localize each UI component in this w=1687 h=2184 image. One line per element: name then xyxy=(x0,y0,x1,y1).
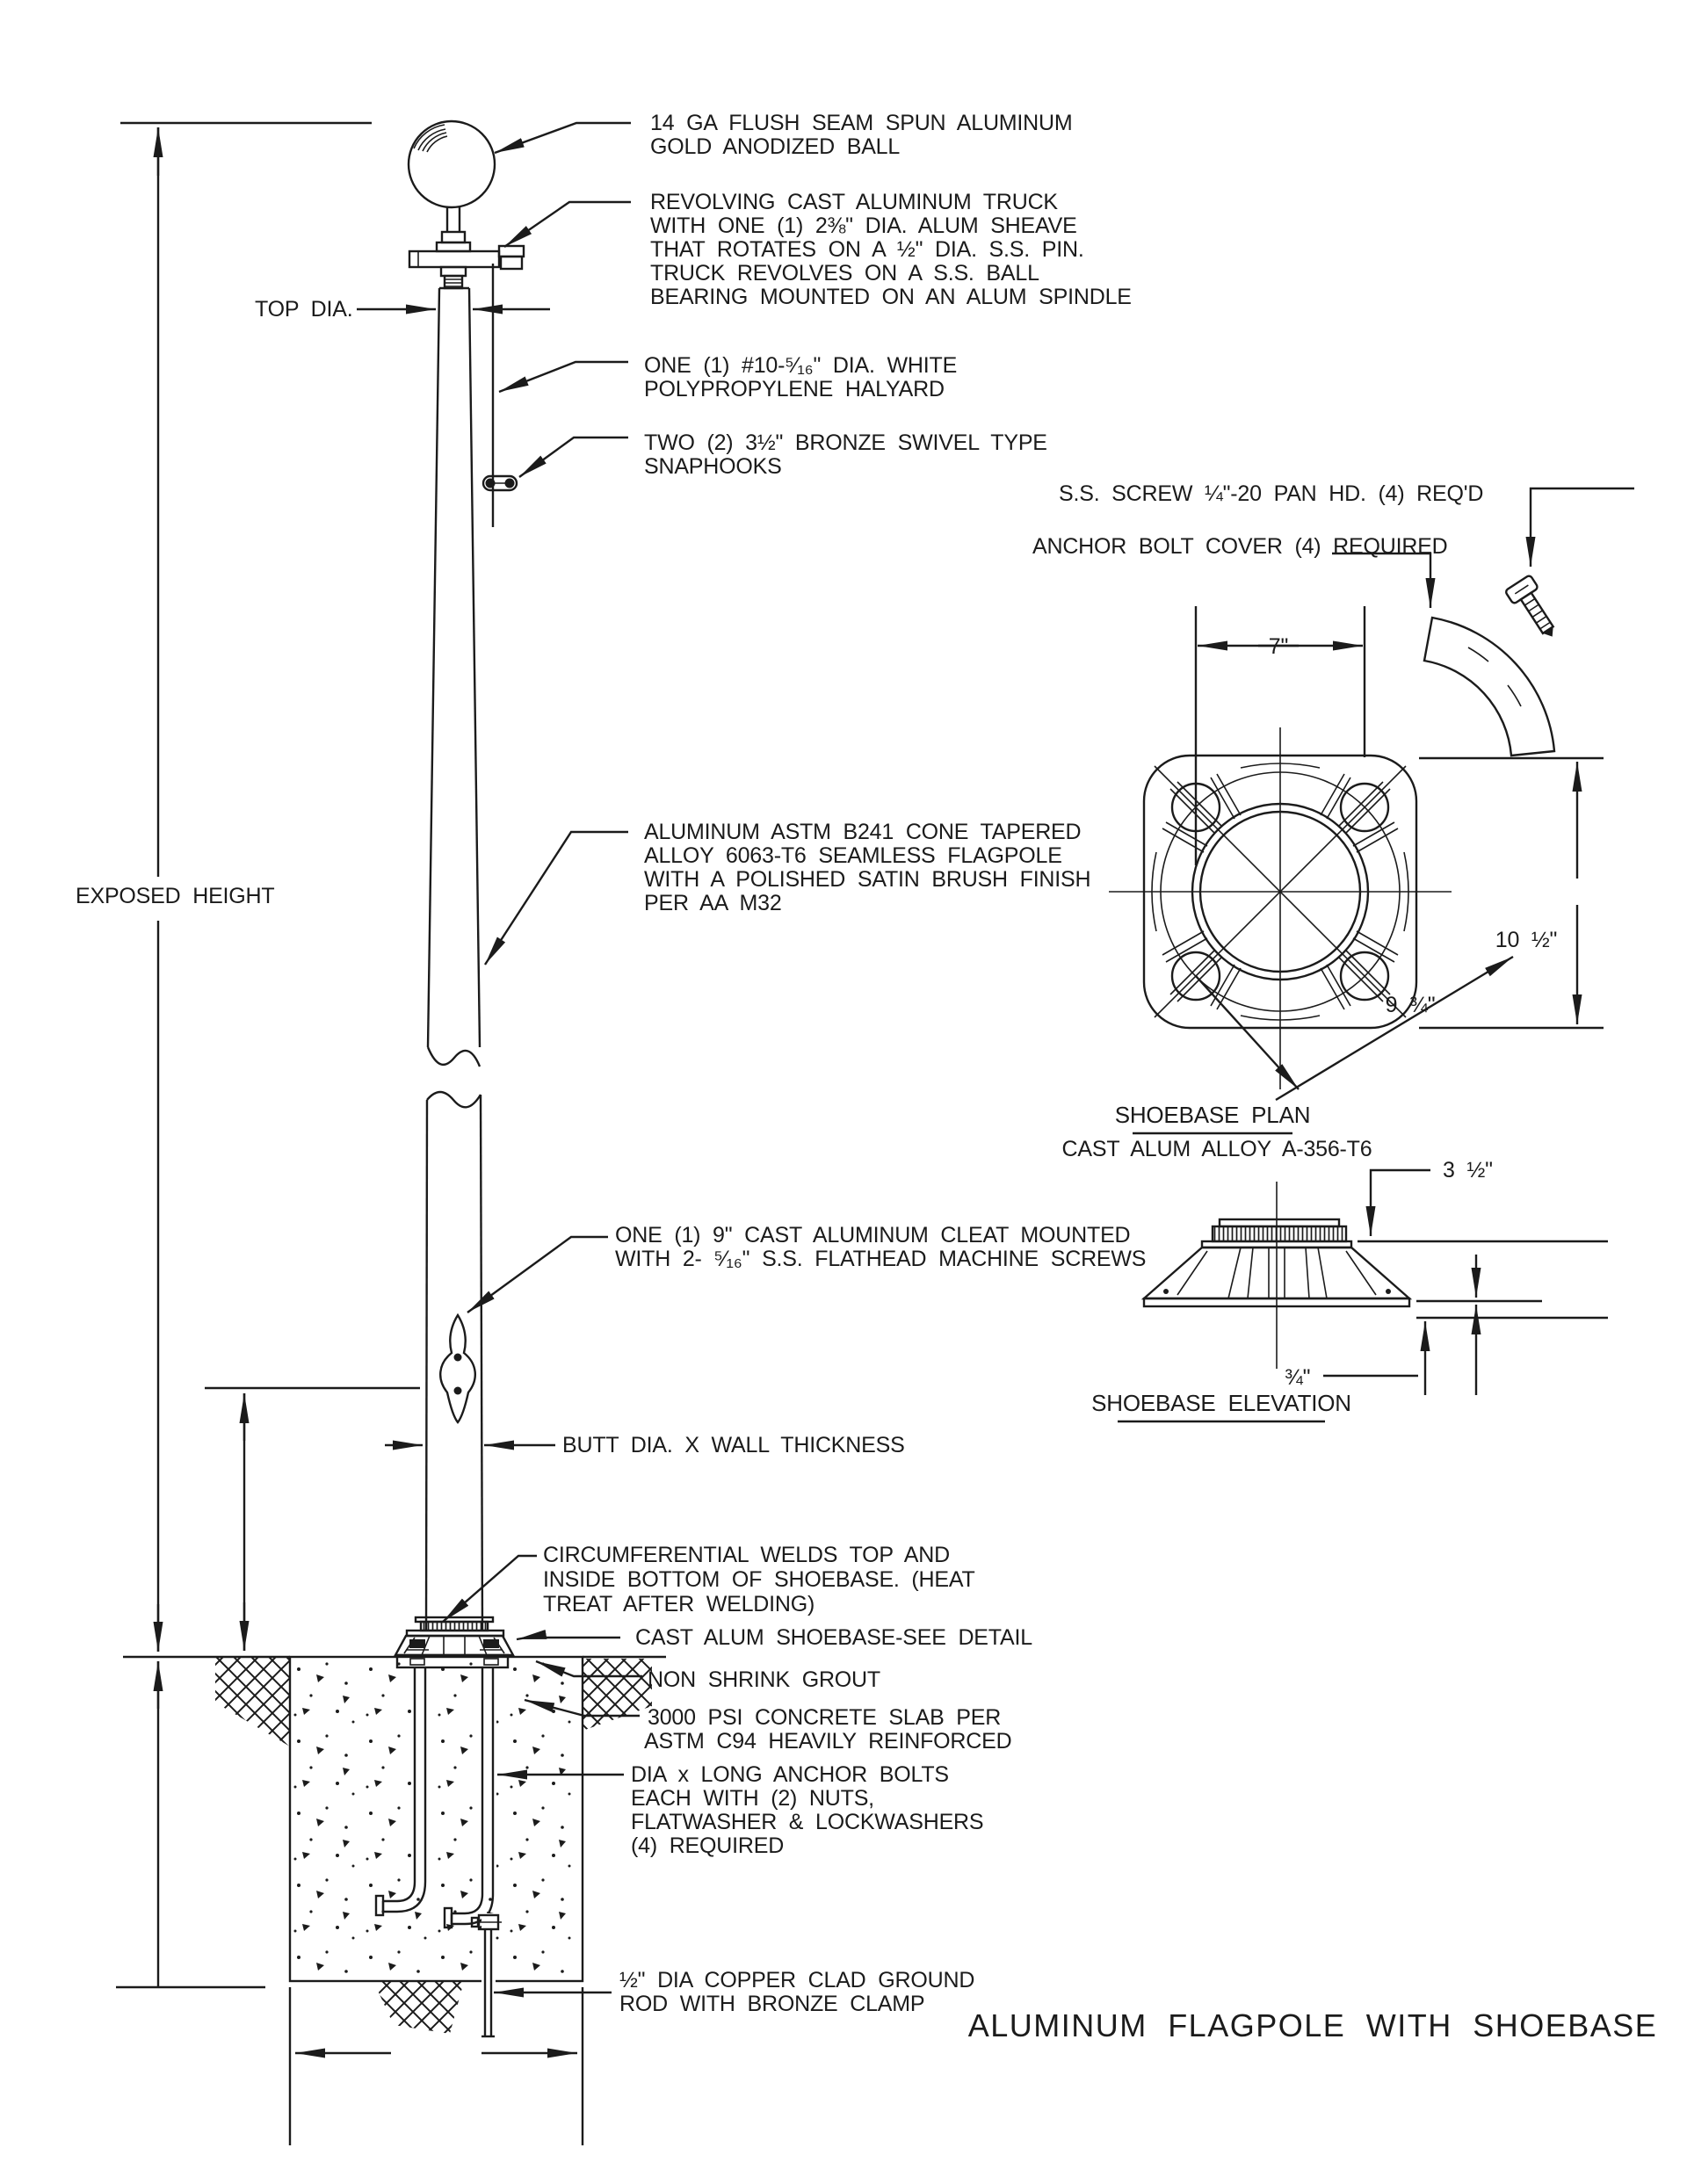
pan-head-screw-icon xyxy=(1505,575,1555,637)
snaphooks-label: TWO (2) 3½" BRONZE SWIVEL TYPE xyxy=(644,430,1047,455)
ball-label: 14 GA FLUSH SEAM SPUN ALUMINUM xyxy=(650,111,1073,135)
shoebase-plan-title: SHOEBASE PLAN xyxy=(1115,1102,1311,1128)
elevation-dim-3half xyxy=(1365,1168,1430,1236)
anchor-bolt-left xyxy=(374,1667,429,1917)
ss-screw-label: S.S. SCREW ¼"-20 PAN HD. (4) REQ'D xyxy=(1059,481,1483,506)
truck-label: WITH ONE (1) 2⅜" DIA. ALUM SHEAVE xyxy=(650,213,1077,238)
anchor-bolts-label: EACH WITH (2) NUTS, xyxy=(631,1786,874,1811)
earth-hatch-bottom xyxy=(373,1981,464,2034)
shoebase-plan-view xyxy=(1109,727,1452,1089)
concrete-label: ASTM C94 HEAVILY REINFORCED xyxy=(644,1729,1011,1754)
cleat-height-dimension xyxy=(205,1386,420,1651)
plan-dimension-diagonal xyxy=(1195,955,1514,1102)
shoebase-ref-label: CAST ALUM SHOEBASE-SEE DETAIL xyxy=(635,1625,1032,1650)
pole-label: ALLOY 6063-T6 SEAMLESS FLAGPOLE xyxy=(644,843,1062,868)
plan-dim-diagonal-text: 9 ¾" xyxy=(1386,993,1436,1017)
exposed-height-label: EXPOSED HEIGHT xyxy=(76,884,274,908)
shoebase-icon xyxy=(393,1616,516,1657)
ground-rod-label: ½" DIA COPPER CLAD GROUND xyxy=(619,1968,974,1992)
earth-hatch-left xyxy=(215,1657,290,1746)
halyard-label: ONE (1) #10-⁵⁄₁₆" DIA. WHITE xyxy=(644,353,957,378)
pole-label: ALUMINUM ASTM B241 CONE TAPERED xyxy=(644,820,1081,844)
plan-dim-10half-text: 10 ½" xyxy=(1495,928,1557,952)
truck-label: THAT ROTATES ON A ½" DIA. S.S. PIN. xyxy=(650,237,1084,262)
ground-rod-label: ROD WITH BRONZE CLAMP xyxy=(619,1992,924,2016)
ball-label: GOLD ANODIZED BALL xyxy=(650,134,900,159)
snaphook-icon xyxy=(481,474,518,492)
grout-label: NON SHRINK GROUT xyxy=(648,1667,880,1692)
leader-lines xyxy=(442,121,642,1998)
revolving-truck-icon xyxy=(408,207,525,290)
bolt-cover-leader xyxy=(1332,552,1436,608)
welds-label: INSIDE BOTTOM OF SHOEBASE. (HEAT xyxy=(543,1567,975,1592)
elev-dim-3quarter-text: ¾" xyxy=(1285,1365,1310,1390)
foundation-width-dimension xyxy=(288,1987,584,2145)
anchor-bolts-label: DIA x LONG ANCHOR BOLTS xyxy=(631,1762,949,1787)
elevation-dim-3quarter xyxy=(1323,1255,1481,1395)
truck-label: BEARING MOUNTED ON AN ALUM SPINDLE xyxy=(650,285,1132,309)
plan-dimension-10half xyxy=(1419,756,1604,1030)
pole-label: WITH A POLISHED SATIN BRUSH FINISH xyxy=(644,867,1090,892)
cleat-label: ONE (1) 9" CAST ALUMINUM CLEAT MOUNTED xyxy=(615,1223,1130,1247)
earth-hatch-right xyxy=(583,1659,652,1731)
truck-label: REVOLVING CAST ALUMINUM TRUCK xyxy=(650,190,1058,214)
cleat-label: WITH 2- ⁵⁄₁₆" S.S. FLATHEAD MACHINE SCRE… xyxy=(615,1247,1146,1271)
anchor-bolt-cover-icon xyxy=(1423,616,1556,757)
anchor-bolts-label: FLATWASHER & LOCKWASHERS xyxy=(631,1810,983,1834)
welds-label: CIRCUMFERENTIAL WELDS TOP AND xyxy=(543,1543,950,1567)
foundation-depth-dimension xyxy=(116,1661,265,1989)
title-underlines xyxy=(1118,1132,1325,1423)
snaphooks-label: SNAPHOOKS xyxy=(644,454,782,479)
ss-screw-leader xyxy=(1525,487,1634,567)
halyard-label: POLYPROPYLENE HALYARD xyxy=(644,377,945,401)
gold-ball-icon xyxy=(407,119,496,209)
shoebase-elevation-title: SHOEBASE ELEVATION xyxy=(1091,1390,1351,1416)
elev-dim-3half-text: 3 ½" xyxy=(1443,1158,1493,1182)
plan-dim-7in-text: 7" xyxy=(1269,634,1288,659)
concrete-label: 3000 PSI CONCRETE SLAB PER xyxy=(648,1705,1001,1730)
anchor-bolts-label: (4) REQUIRED xyxy=(631,1833,784,1858)
drawing-title: ALUMINUM FLAGPOLE WITH SHOEBASE xyxy=(968,2007,1658,2043)
butt-dia-label: BUTT DIA. X WALL THICKNESS xyxy=(562,1433,905,1457)
shoebase-elevation-view xyxy=(1140,1182,1608,1369)
annotation-text: EXPOSED HEIGHT TOP DIA. BUTT DIA. X WALL… xyxy=(76,111,1658,2043)
grout-layer xyxy=(395,1653,510,1669)
cleat-icon xyxy=(439,1313,476,1424)
flagpole-outline xyxy=(424,286,484,1631)
plan-dimension-7in xyxy=(1194,606,1366,865)
bolt-cover-label: ANCHOR BOLT COVER (4) REQUIRED xyxy=(1032,534,1448,559)
concrete-footing xyxy=(288,1655,584,1983)
exposed-height-dimension xyxy=(120,121,372,1652)
truck-label: TRUCK REVOLVES ON A S.S. BALL xyxy=(650,261,1039,286)
welds-label: TREAT AFTER WELDING) xyxy=(543,1592,815,1616)
anchor-bolt-right xyxy=(443,1667,496,1929)
top-dia-label: TOP DIA. xyxy=(255,297,352,322)
ground-rod-icon xyxy=(470,1913,502,2038)
shoebase-plan-subtitle: CAST ALUM ALLOY A-356-T6 xyxy=(1062,1137,1372,1161)
pole-label: PER AA M32 xyxy=(644,891,782,915)
